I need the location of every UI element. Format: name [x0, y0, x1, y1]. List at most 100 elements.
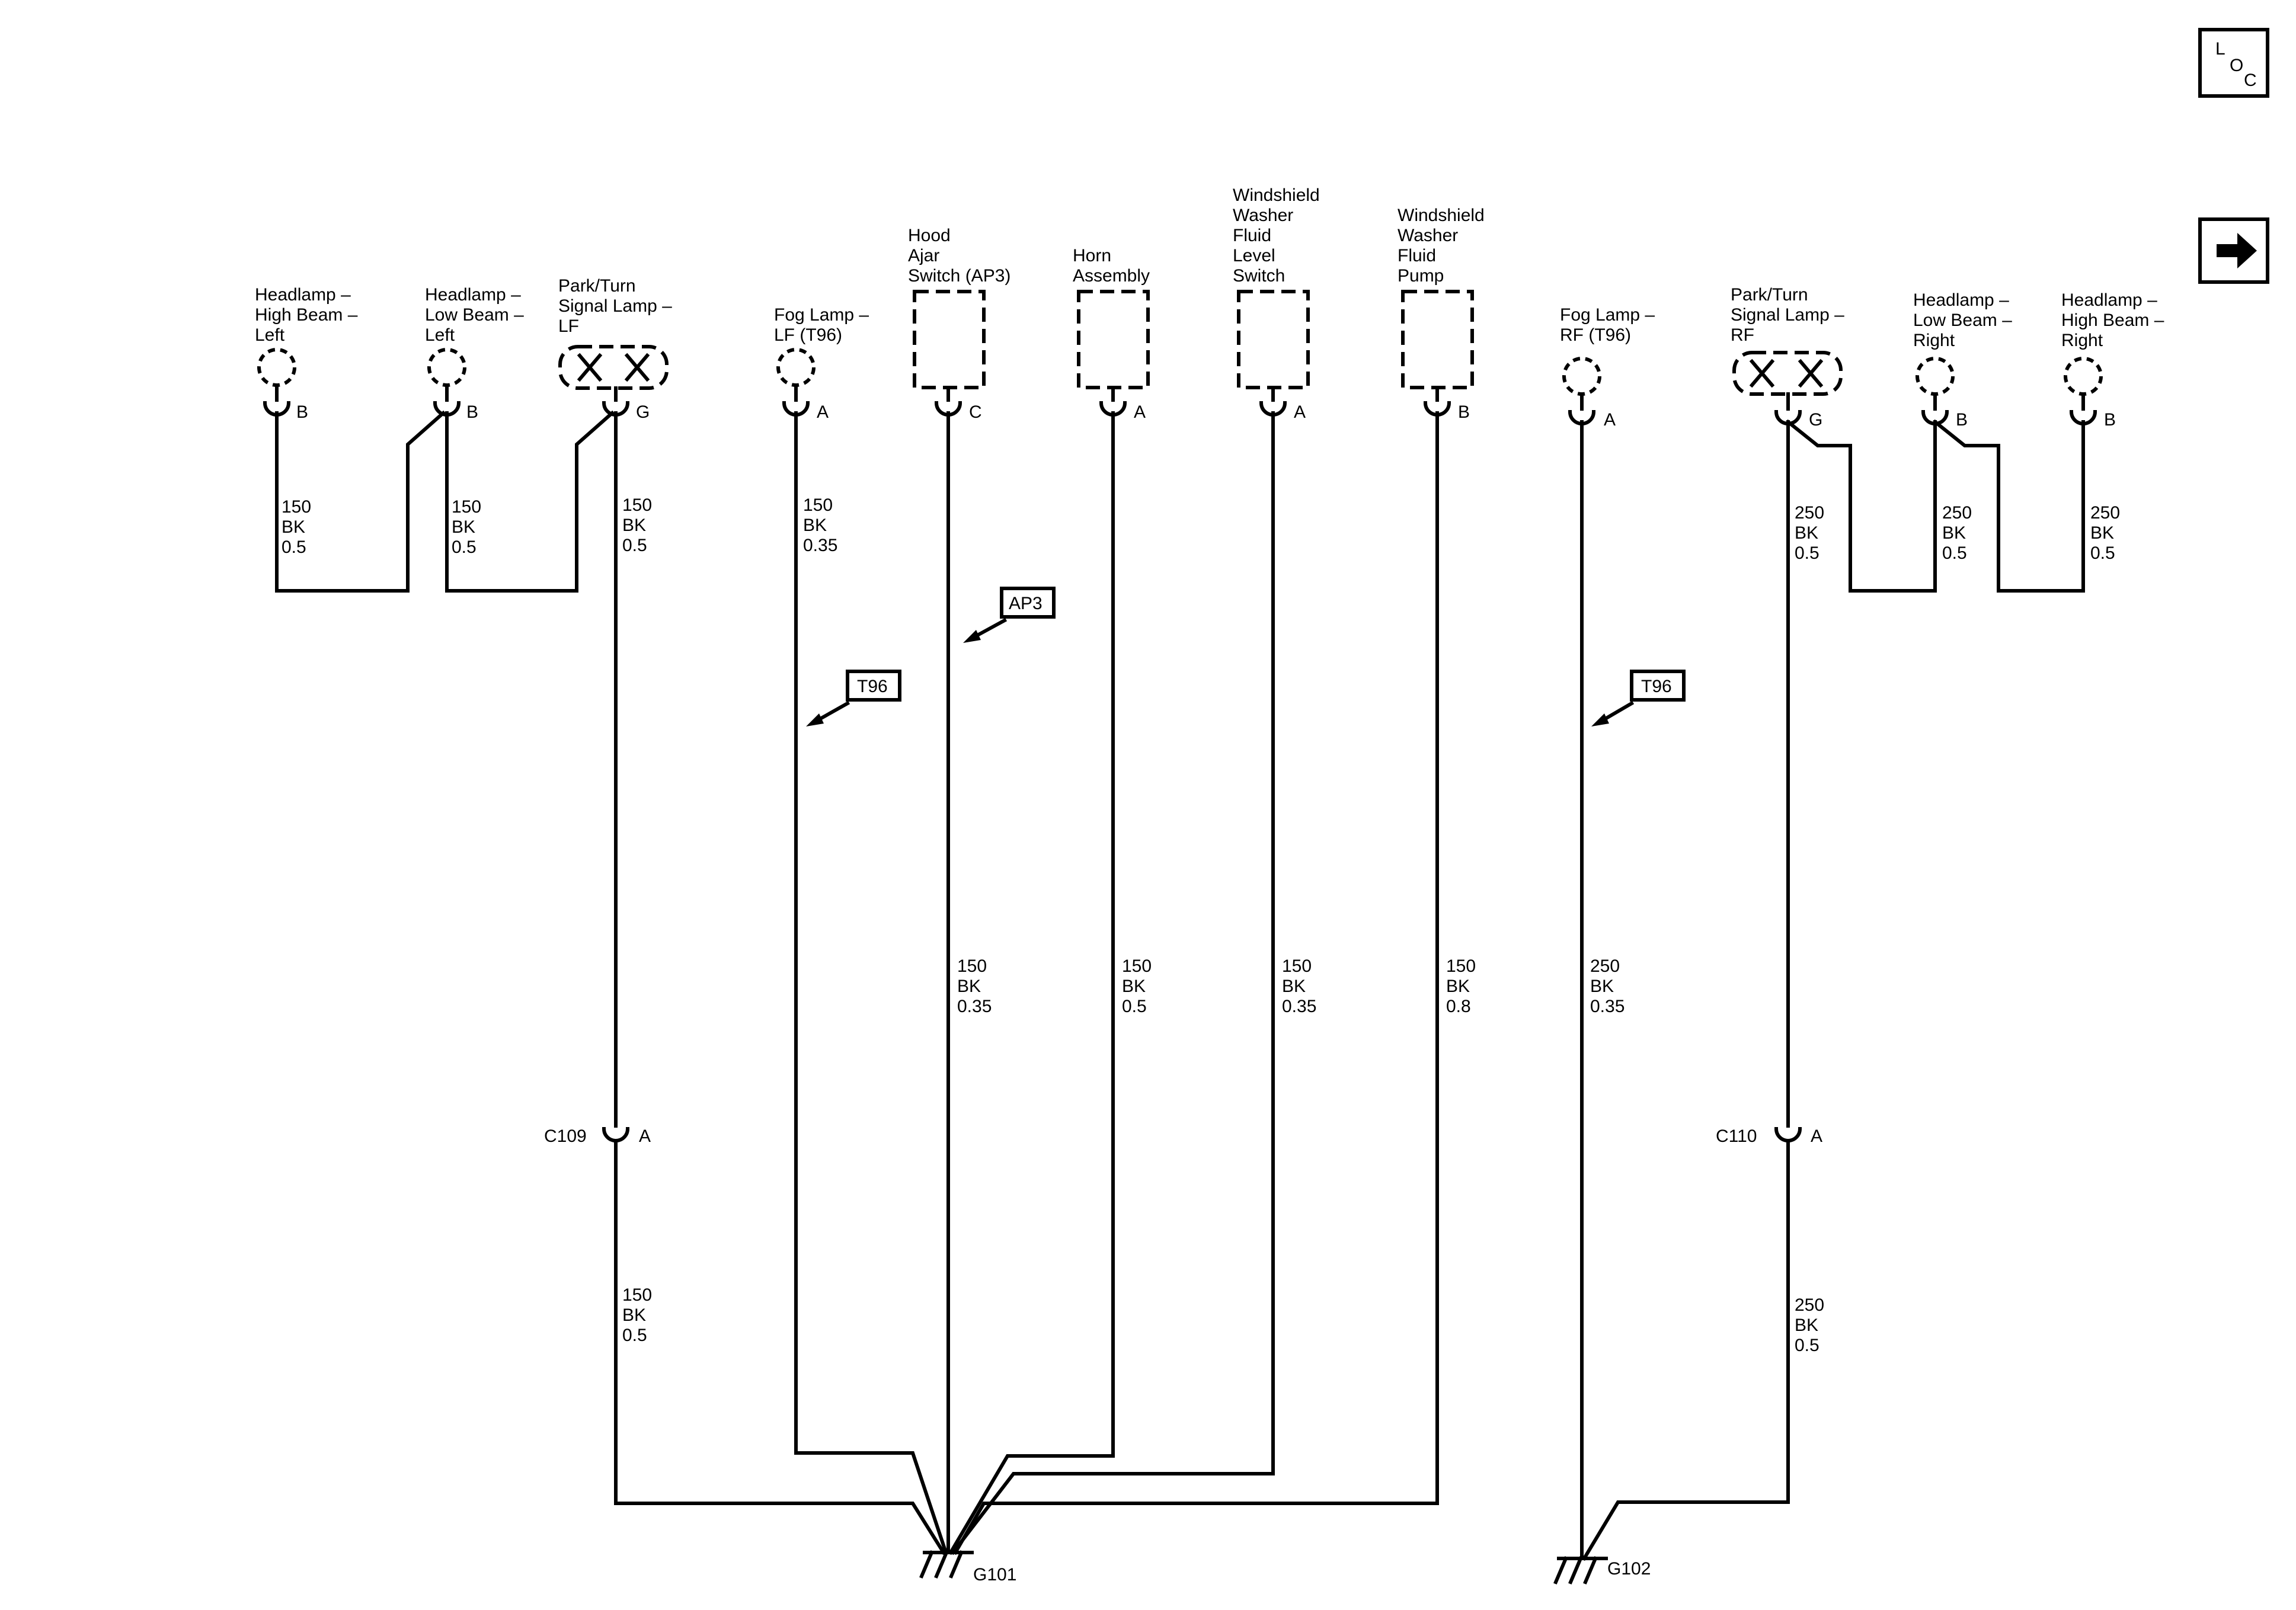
wire-color: BK — [282, 517, 305, 537]
wire-gauge: 0.5 — [1942, 543, 1967, 563]
component-label-line: Headlamp – — [255, 285, 351, 305]
component-label-line: Park/Turn — [558, 276, 636, 296]
component-label-line: Switch (AP3) — [908, 266, 1011, 286]
component-label-line: Left — [255, 325, 285, 345]
wiring — [275, 410, 2085, 1585]
component-fog-lamp-rf[interactable]: Fog Lamp – RF (T96) A 250 BK 0.35 — [1560, 305, 1655, 1016]
option-tag-ap3[interactable]: AP3 — [1000, 587, 1056, 619]
wire-size: 250 — [2090, 503, 2120, 523]
option-tag-t96-left[interactable]: T96 — [846, 670, 901, 702]
wire-color: BK — [622, 516, 646, 535]
washer-level-switch-icon — [1237, 290, 1310, 389]
wire-color: BK — [1446, 977, 1470, 996]
wire-color: BK — [1795, 1315, 1818, 1335]
wire-size: 150 — [452, 497, 481, 517]
wire-size: 150 — [957, 956, 987, 976]
pin-label: C — [969, 402, 982, 422]
component-hood-ajar-switch[interactable]: Hood Ajar Switch (AP3) C 150 BK 0.35 — [908, 226, 1011, 1016]
component-label-line: Windshield — [1233, 185, 1320, 205]
ap3-arrowhead — [963, 630, 981, 643]
wire-gauge: 0.5 — [622, 536, 647, 555]
loc-button[interactable]: L O C — [2198, 28, 2269, 98]
tag-text: T96 — [857, 677, 888, 696]
component-label-line: Hood — [908, 226, 951, 245]
tag-box — [846, 670, 901, 702]
component-label-line: Low Beam – — [425, 305, 524, 325]
component-label-line: Fluid — [1233, 226, 1271, 245]
pin-label: A — [1294, 402, 1306, 422]
wire-gauge: 0.5 — [2090, 543, 2115, 563]
component-headlamp-high-beam-right[interactable]: Headlamp – High Beam – Right B 250 BK 0.… — [2061, 290, 2164, 563]
component-label-line: Horn — [1073, 246, 1111, 265]
component-headlamp-low-beam-right[interactable]: Headlamp – Low Beam – Right B 250 BK 0.5 — [1913, 290, 2012, 563]
wire-color: BK — [622, 1305, 646, 1325]
pin-label: B — [296, 402, 308, 422]
component-horn-assembly[interactable]: Horn Assembly A 150 BK 0.5 — [1073, 246, 1152, 1016]
wire-color: BK — [957, 977, 981, 996]
wire-gauge: 0.35 — [1590, 997, 1625, 1016]
wire-color: BK — [452, 517, 475, 537]
component-windshield-washer-fluid-pump[interactable]: Windshield Washer Fluid Pump B 150 BK 0.… — [1398, 206, 1485, 1016]
connector-c110 — [1774, 1112, 1802, 1142]
pin-label: A — [817, 402, 829, 422]
component-label-line: Signal Lamp – — [1731, 305, 1844, 325]
ground-label-g101[interactable]: G101 — [973, 1565, 1016, 1585]
wire-headlamp-low-beam-right — [1785, 419, 1937, 593]
inline-connector-c110[interactable]: C110 A 250 BK 0.5 — [1716, 1126, 1824, 1355]
component-label-line: Left — [425, 325, 455, 345]
pin-label: B — [2104, 410, 2116, 430]
component-label-line: Signal Lamp – — [558, 296, 672, 316]
component-windshield-washer-fluid-level-switch[interactable]: Windshield Washer Fluid Level Switch A 1… — [1233, 185, 1320, 1016]
ground-label-g102[interactable]: G102 — [1607, 1559, 1651, 1579]
wire-gauge: 0.5 — [452, 537, 477, 557]
wire-headlamp-high-beam-right — [1932, 419, 2085, 593]
connector-pin: A — [639, 1126, 651, 1146]
wire-size: 250 — [1795, 1295, 1824, 1315]
wire-size: 150 — [622, 1285, 652, 1305]
connector-c109 — [602, 1112, 630, 1142]
wire-gauge: 0.35 — [1282, 997, 1316, 1016]
component-label-line: Right — [1913, 331, 1955, 350]
component-label-line: Windshield — [1398, 206, 1485, 225]
wire-gauge: 0.5 — [622, 1326, 647, 1345]
component-label-line: Assembly — [1073, 266, 1150, 286]
lamp-filament-rf — [1749, 359, 1824, 388]
component-park-turn-signal-lamp-rf[interactable]: Park/Turn Signal Lamp – RF G 250 BK 0.5 — [1731, 285, 1844, 563]
wire-gauge: 0.5 — [282, 537, 306, 557]
wire-color: BK — [1590, 977, 1614, 996]
inline-connector-c109[interactable]: C109 A 150 BK 0.5 — [544, 1126, 652, 1345]
component-label-line: Fluid — [1398, 246, 1436, 265]
pin-label: G — [636, 402, 650, 422]
pin-label: A — [1134, 402, 1146, 422]
t96-right-arrowhead — [1591, 713, 1609, 726]
wire-size: 150 — [1122, 956, 1152, 976]
component-fog-lamp-lf[interactable]: Fog Lamp – LF (T96) A 150 BK 0.35 — [774, 305, 869, 555]
component-park-turn-signal-lamp-lf[interactable]: Park/Turn Signal Lamp – LF G 150 BK 0.5 — [558, 276, 672, 555]
option-tag-t96-right[interactable]: T96 — [1630, 670, 1686, 702]
wire-size: 250 — [1590, 956, 1620, 976]
component-headlamp-high-beam-left[interactable]: Headlamp – High Beam – Left B 150 BK 0.5 — [255, 285, 358, 557]
wire-color: BK — [1942, 523, 1966, 543]
component-label-line: RF (T96) — [1560, 325, 1631, 345]
component-label-line: Fog Lamp – — [1560, 305, 1655, 325]
tag-text: AP3 — [1009, 594, 1043, 613]
component-label-line: Washer — [1233, 206, 1293, 225]
next-page-button[interactable] — [2198, 217, 2269, 284]
loc-frame — [2198, 28, 2269, 98]
wire-color: BK — [2090, 523, 2114, 543]
component-label-line: Right — [2061, 331, 2103, 350]
fog-lamp-lf-icon — [776, 348, 816, 387]
wire-size: 150 — [1282, 956, 1312, 976]
pin-label: A — [1604, 410, 1616, 430]
washer-pump-icon — [1401, 290, 1474, 389]
headlamp-low-beam-right-icon — [1916, 357, 1955, 396]
wire-size: 150 — [622, 495, 652, 515]
headlamp-low-beam-left-icon — [427, 348, 466, 387]
loc-letter-l: L — [2215, 39, 2225, 59]
hood-ajar-switch-icon — [913, 290, 986, 389]
component-label-line: High Beam – — [2061, 311, 2164, 330]
headlamp-high-beam-right-icon — [2064, 357, 2103, 396]
park-turn-rf-icon — [1732, 351, 1843, 396]
component-headlamp-low-beam-left[interactable]: Headlamp – Low Beam – Left B 150 BK 0.5 — [425, 285, 524, 557]
